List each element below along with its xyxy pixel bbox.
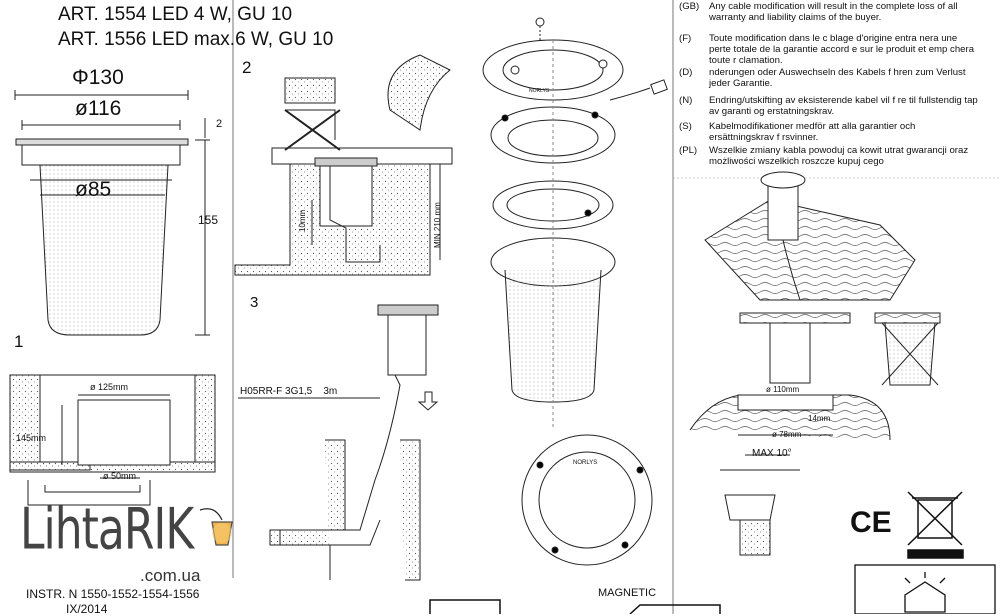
warning-gb: (GB)Any cable modification will result i…: [679, 1, 958, 23]
ground-hole-drawing: [9, 374, 216, 506]
watermark-lamp: [199, 508, 233, 546]
step-2-label: 2: [242, 58, 252, 77]
cable-type: H05RR-F 3G1,5: [240, 386, 313, 397]
dim-hole-depth: 145mm: [16, 433, 47, 443]
cable-length: 3m: [323, 386, 338, 397]
dim-wood-inner: ø 78mm: [772, 430, 802, 439]
ring-brand-bottom: NORLYS: [573, 460, 598, 466]
step-1-label: 1: [14, 332, 24, 351]
dim-body-diameter: ø85: [75, 178, 112, 201]
cable-type-label: H05RR-F 3G1,5 3m: [240, 386, 337, 397]
step-3-label: 3: [250, 294, 259, 311]
warning-list: (GB)Any cable modification will result i…: [679, 1, 999, 169]
title-line-1: ART. 1554 LED 4 W, GU 10: [58, 4, 293, 25]
dim-flange: 2: [216, 118, 223, 130]
dim-pipe-height: 10mm: [298, 209, 307, 232]
title-line-2: ART. 1556 LED max.6 W, GU 10: [58, 29, 334, 50]
dim-pipe-diameter: ø 50mm: [103, 471, 137, 481]
watermark-logo: LihtaRIK: [20, 496, 194, 563]
dim-min-depth: MIN 210 mm: [433, 202, 442, 248]
dim-hole-diameter: ø 125mm: [90, 382, 129, 392]
weee-bin-symbol: [907, 491, 964, 559]
exploded-assembly-view: [482, 17, 668, 566]
warning-s: (S)Kabelmodifikationer medför att alla g…: [679, 121, 916, 143]
installation-cross-section: [234, 54, 453, 276]
dim-outer-diameter: Φ130: [72, 66, 124, 89]
warning-pl: (PL)Wszelkie zmiany kabla powoduj ca kow…: [679, 145, 969, 167]
dim-wood-depth: 14mm: [808, 414, 831, 423]
ce-mark: CE: [850, 506, 892, 539]
product-dimension-drawing: [14, 90, 210, 336]
warning-d: (D) nderungen oder Auswechseln des Kabel…: [679, 67, 966, 89]
footer-date: IX/2014: [66, 602, 108, 616]
footer-magnetic: MAGNETIC: [598, 587, 657, 599]
footer-instr: INSTR. N 1550-1552-1554-1556: [26, 587, 200, 601]
dim-tilt: MAX 10°: [752, 448, 792, 459]
watermark-domain: .com.ua: [140, 566, 201, 585]
dim-height: 155: [198, 213, 219, 227]
indoor-symbol: [854, 564, 996, 614]
warning-f: (F)Toute modification dans le c blage d'…: [679, 33, 975, 66]
cable-routing-drawing: [238, 304, 439, 581]
ring-brand-top: NORLYS: [529, 88, 550, 94]
deck-installation-drawing: [689, 171, 941, 556]
footer-tools: [429, 599, 721, 614]
dim-wood-hole: ø 110mm: [766, 385, 800, 394]
dim-ring-diameter: ø116: [75, 97, 122, 120]
warning-n: (N)Endring/utskifting av eksisterende ka…: [679, 95, 978, 117]
